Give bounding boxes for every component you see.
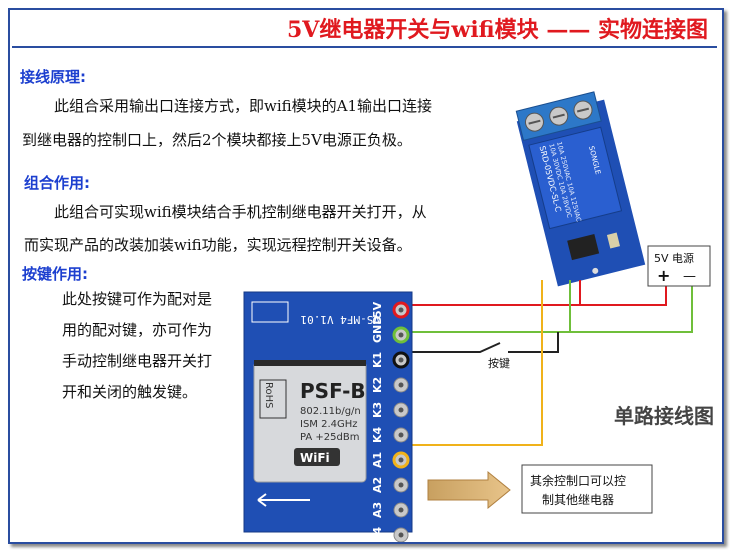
wiring-heading: 接线原理: — [20, 68, 86, 86]
diagram-label: 单路接线图 — [614, 404, 714, 428]
pin-hole — [398, 357, 404, 363]
power-box-label: 5V 电源 — [654, 251, 694, 265]
wire-5v — [401, 280, 581, 306]
wire-a1 — [401, 280, 543, 446]
relay-body: 10A 250VAC 10A 125VAC 10A 30VDC 10A 28VD… — [528, 126, 623, 230]
page-title: 5V继电器开关与wifi模块 —— 实物连接图 — [287, 17, 708, 43]
pin-label-k1: K1 — [371, 352, 384, 368]
callout-line-2: 制其他继电器 — [542, 493, 614, 507]
pin-hole — [398, 532, 404, 538]
power-plus: + — [657, 266, 670, 285]
chip-spec-1: 802.11b/g/n — [300, 406, 361, 417]
button-line-3: 手动控制继电器开关打 — [62, 352, 213, 370]
button-heading: 按键作用: — [22, 265, 88, 283]
title-divider — [12, 46, 717, 48]
wire-k1 — [401, 342, 501, 353]
pin-label-k2: K2 — [371, 377, 384, 393]
wifi-module: VS-MF4 V1.01 PSF-B 802.11b/g/n ISM 2.4GH… — [243, 291, 413, 542]
relay-module: 10A 250VAC 10A 125VAC 10A 30VDC 10A 28VD… — [515, 91, 646, 287]
pin-label-gnd: GND — [371, 316, 384, 343]
callout-box: 其余控制口可以控 制其他继电器 — [521, 464, 653, 514]
pin-hole — [398, 382, 404, 388]
pin-label-a3: A3 — [371, 502, 384, 518]
wiring-line-2: 到继电器的控制口上，然后2个模块都接上5V电源正负极。 — [22, 131, 412, 149]
wiring-diagram: 10A 250VAC 10A 125VAC 10A 30VDC 10A 28VD… — [243, 91, 714, 542]
wire-gnd-power — [570, 285, 693, 333]
chip-spec-2: ISM 2.4GHz — [300, 419, 358, 430]
module-sticker: VS-MF4 V1.01 — [301, 313, 380, 326]
callout-line-1: 其余控制口可以控 — [530, 473, 626, 488]
pin-label-5v: 5V — [371, 301, 384, 318]
pin-label-a2: A2 — [371, 477, 384, 493]
button-line-4: 开和关闭的触发键。 — [62, 383, 198, 401]
button-label: 按键 — [488, 356, 510, 370]
pin-hole — [398, 332, 404, 338]
combo-line-2: 而实现产品的改装加装wifi功能，实现远程控制开关设备。 — [24, 236, 412, 254]
pin-hole — [398, 482, 404, 488]
pin-label-k3: K3 — [371, 402, 384, 418]
pin-hole — [398, 432, 404, 438]
pin-hole — [398, 457, 404, 463]
button-line-2: 用的配对键，亦可作为 — [62, 321, 213, 339]
terminal-block — [515, 91, 602, 141]
pin-label-a1: A1 — [371, 452, 384, 468]
combo-line-1: 此组合可实现wifi模块结合手机控制继电器开关打开，从 — [54, 203, 427, 221]
power-box: 5V 电源 + — — [647, 245, 711, 287]
wifi-logo: WiFi — [300, 451, 330, 465]
combo-heading: 组合作用: — [24, 174, 90, 192]
chip-spec-3: PA +25dBm — [300, 432, 359, 443]
wire-k1-gnd — [508, 332, 559, 353]
pin-hole — [398, 407, 404, 413]
esp-shield: PSF-B 802.11b/g/n ISM 2.4GHz PA +25dBm R… — [253, 360, 367, 483]
diagram-frame: 5V继电器开关与wifi模块 —— 实物连接图 接线原理: 此组合采用输出口连接… — [8, 8, 724, 544]
rohs-mark: RoHS — [263, 382, 274, 408]
pin-hole — [398, 507, 404, 513]
pin-hole — [398, 307, 404, 313]
chip-brand: PSF-B — [300, 379, 366, 403]
power-minus: — — [683, 269, 696, 284]
callout-arrow — [427, 470, 511, 510]
wiring-line-1: 此组合采用输出口连接方式，即wifi模块的A1输出口连接 — [54, 97, 433, 115]
arrow-silkscreen — [257, 493, 310, 507]
pin-label-k4: K4 — [371, 426, 384, 443]
pin-label-a4: A4 — [371, 526, 384, 542]
wire-5v-power — [580, 285, 667, 306]
wires — [401, 280, 693, 446]
button-line-1: 此处按键可作为配对是 — [62, 290, 213, 308]
